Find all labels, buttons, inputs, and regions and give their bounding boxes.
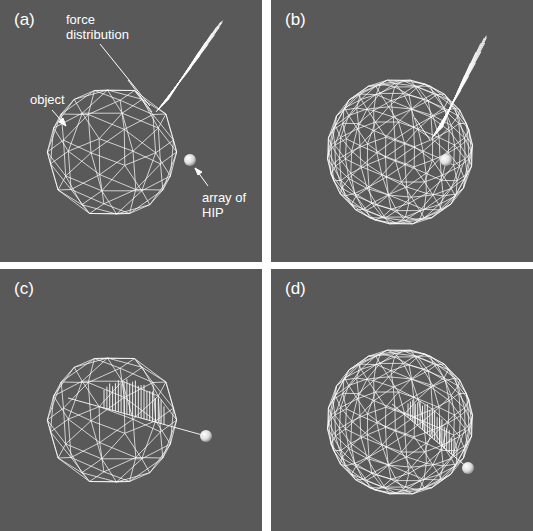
force-vector — [124, 381, 125, 413]
force-vector — [128, 80, 152, 112]
force-vector — [158, 399, 159, 423]
leader-lines — [52, 44, 208, 186]
force-vector — [164, 406, 165, 424]
hip-array — [184, 154, 474, 474]
force-vector — [152, 391, 153, 421]
force-vector — [451, 438, 452, 454]
force-vector — [434, 410, 435, 440]
force-vector — [126, 379, 127, 414]
hip-sphere — [184, 154, 196, 166]
object-mesh — [47, 80, 472, 494]
force-vector — [129, 383, 130, 415]
arrowhead — [195, 168, 202, 175]
force-vector — [68, 398, 206, 436]
force-vector — [441, 63, 470, 129]
force-vector — [115, 383, 116, 411]
panel-label: (c) — [14, 279, 54, 298]
leader-line — [52, 110, 66, 126]
panel — [271, 0, 533, 262]
force-vector — [420, 401, 421, 428]
force-vector — [438, 36, 487, 133]
panel-label: (b) — [285, 10, 325, 29]
force-vector — [109, 383, 110, 409]
force-vector — [422, 406, 423, 430]
force-vector — [410, 402, 411, 420]
force-vector — [118, 380, 119, 412]
panel — [271, 269, 533, 531]
callout-label: force distribution — [66, 12, 138, 42]
panel — [0, 0, 262, 262]
force-vector — [144, 385, 145, 419]
force-vector — [429, 410, 430, 436]
force-vector — [449, 430, 450, 452]
force-vector — [121, 384, 122, 413]
force-vector — [166, 33, 212, 102]
hip-sphere — [440, 154, 452, 166]
hip-sphere — [200, 430, 212, 442]
force-vector — [392, 404, 468, 468]
force-vector — [441, 419, 442, 446]
leader-line — [195, 168, 208, 186]
panel-label: (a) — [14, 10, 54, 29]
force-vector — [412, 400, 413, 422]
force-vector — [104, 390, 105, 408]
wireframe-sphere — [47, 90, 176, 214]
force-vector — [165, 26, 217, 103]
panel — [0, 269, 262, 531]
force-vector — [163, 21, 223, 106]
force-distribution-lines — [68, 21, 487, 468]
force-vector — [168, 52, 199, 101]
force-vector — [106, 387, 107, 409]
force-vector — [149, 391, 150, 421]
force-vector — [138, 386, 139, 418]
callout-label: array of HIP — [202, 190, 254, 220]
force-vector — [135, 381, 136, 417]
force-vector — [454, 440, 455, 456]
hip-sphere — [462, 462, 474, 474]
force-vector — [432, 410, 433, 438]
force-vector — [408, 404, 409, 418]
force-vector — [442, 75, 465, 128]
force-vector — [440, 52, 476, 130]
force-vector — [437, 417, 438, 442]
force-vector — [444, 427, 445, 448]
force-vector — [161, 400, 162, 424]
force-vector — [415, 404, 416, 424]
callout-label: object — [30, 92, 90, 107]
wireframe-sphere — [328, 350, 473, 494]
force-vector — [424, 405, 425, 432]
force-vector — [162, 23, 223, 107]
wireframe-sphere — [47, 358, 176, 482]
force-vector — [167, 42, 206, 101]
force-vector — [438, 38, 484, 132]
wireframe-sphere — [328, 80, 473, 224]
force-vector — [164, 22, 221, 104]
force-vector — [112, 386, 113, 410]
force-vector — [427, 404, 428, 434]
force-vector — [439, 418, 440, 444]
leader-line — [100, 44, 150, 106]
force-vector — [439, 43, 481, 130]
force-vector — [417, 402, 418, 425]
force-vector — [415, 118, 430, 140]
force-vector — [141, 385, 142, 418]
force-vector — [155, 398, 156, 422]
force-vector — [146, 391, 147, 420]
force-vector — [132, 382, 133, 416]
arrowhead — [59, 118, 66, 126]
force-vector — [446, 428, 447, 450]
panel-label: (d) — [285, 279, 325, 298]
